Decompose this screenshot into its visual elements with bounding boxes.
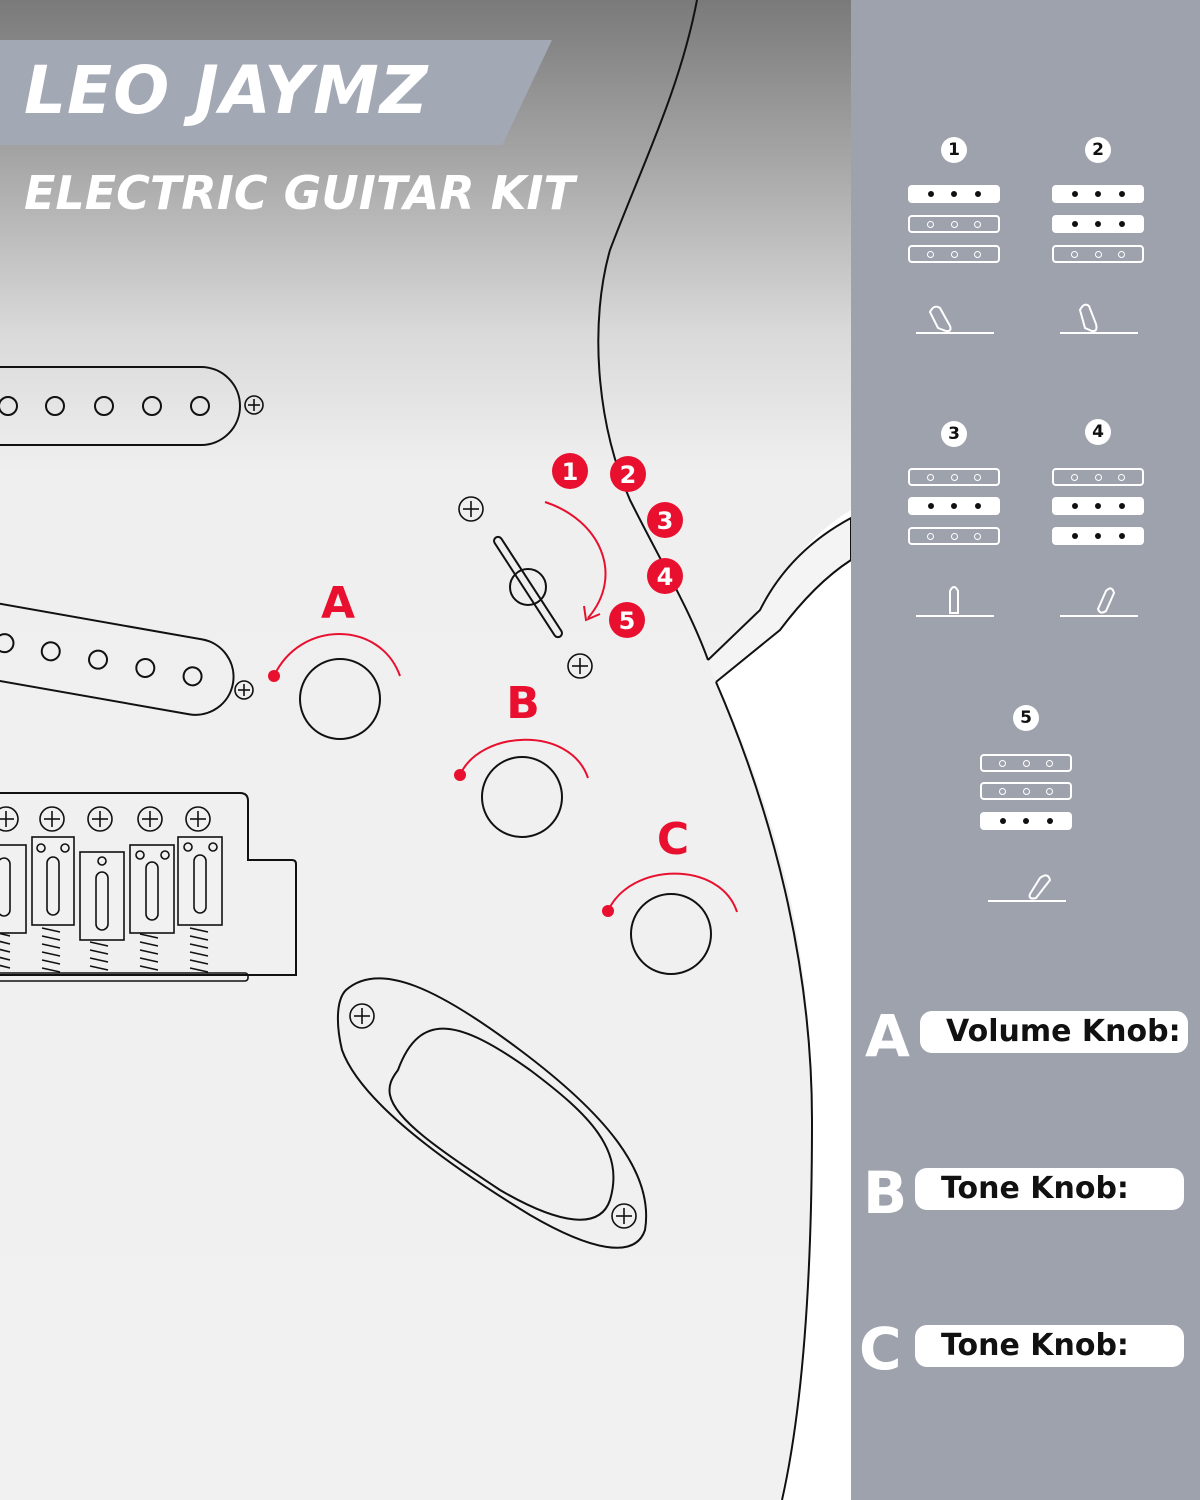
volume-knob-label: Volume Knob: [920,1011,1188,1053]
middle-coil-active [908,497,1000,515]
position-badge-1: 1 [941,137,967,163]
legend-letter-b: B [863,1159,908,1227]
neck-pickup-poles [0,396,210,416]
background-white-region [716,510,851,1500]
neck-coil [1052,468,1144,486]
position-badge-2: 2 [1085,137,1111,163]
neck-coil [908,468,1000,486]
knob-a-arc [268,633,401,682]
middle-coil [908,215,1000,233]
bridge-saddles [0,806,223,973]
middle-coil-active [1052,215,1144,233]
screw-icon [458,496,484,522]
legend-letter-c: C [859,1315,902,1383]
knob-label-b: B [506,678,540,729]
svg-text:5: 5 [619,607,636,635]
body-outline [597,0,709,661]
switch-lever-icon [916,305,994,334]
output-jack-plate [336,977,648,1249]
switch-position-marker-4: 4 [647,558,683,594]
screw-icon [567,653,593,679]
body-outline-lower [715,681,814,1500]
bridge-coil-active [980,812,1072,830]
bridge-plate-edge [0,972,249,982]
middle-pickup [0,596,235,716]
bridge-coil [908,527,1000,545]
switch-position-marker-3: 3 [647,502,683,538]
title-banner [0,40,552,145]
svg-text:1: 1 [562,458,579,486]
bridge-coil-active [1052,527,1144,545]
tone-knob-c-label: Tone Knob: [915,1325,1184,1367]
bridge-coil [1052,245,1144,263]
neck-pickup [0,366,241,446]
switch-lever-icon [1060,587,1138,617]
switch-lever-icon [988,874,1066,902]
brand-title: LEO JAYMZ [24,52,429,129]
knob-c-arc [602,872,738,917]
middle-coil-active [1052,497,1144,515]
screw-icon [611,1203,637,1229]
switch-position-marker-2: 2 [610,456,646,492]
pickup-selector-switch [493,535,563,639]
svg-text:2: 2 [620,461,637,489]
screw-icon [244,395,264,415]
guitar-neck [707,516,851,683]
guitar-body-diagram: 1 2 3 4 5 A B C LEO JAYMZ ELECTRIC GUITA… [0,0,851,1500]
legend-letter-a: A [865,1002,910,1070]
position-badge-3: 3 [941,421,967,447]
knob-label-c: C [657,814,689,865]
position-badge-5: 5 [1013,705,1039,731]
neck-coil [980,754,1072,772]
svg-text:3: 3 [657,507,674,535]
switch-direction-arrow [544,501,607,622]
neck-coil-active [908,185,1000,203]
tone-knob-b [481,756,563,838]
knob-b-arc [454,738,589,781]
neck-coil-active [1052,185,1144,203]
switch-lever-icon [1060,303,1138,334]
wiring-legend-panel: 1 2 3 4 5 A Volume Knob: B Tone Knob: [851,0,1200,1500]
product-subtitle: ELECTRIC GUITAR KIT [24,166,575,220]
screw-icon [349,1003,375,1029]
switch-lever-icon [916,586,994,617]
middle-coil [980,782,1072,800]
switch-position-marker-5: 5 [609,602,645,638]
bridge-coil [908,245,1000,263]
guitar-body-drawing: 1 2 3 4 5 A B C [0,0,851,1500]
switch-position-marker-1: 1 [552,453,588,489]
tone-knob-c [630,893,712,975]
svg-text:4: 4 [657,563,674,591]
volume-knob-a [299,658,381,740]
position-badge-4: 4 [1085,419,1111,445]
tremolo-bridge [0,792,297,976]
tone-knob-b-label: Tone Knob: [915,1168,1184,1210]
screw-icon [234,680,254,700]
knob-label-a: A [321,578,355,629]
